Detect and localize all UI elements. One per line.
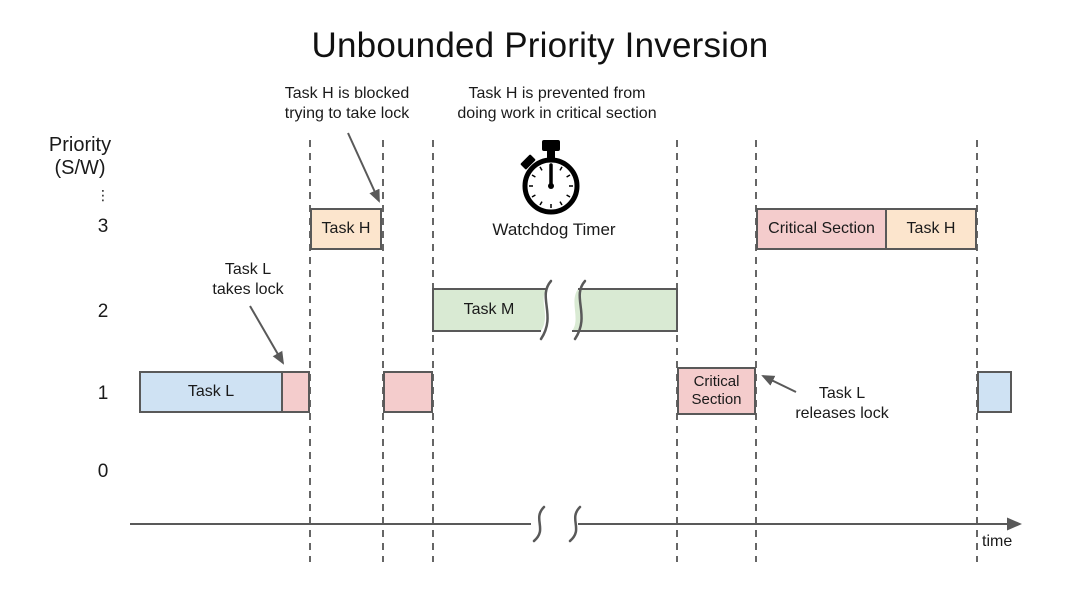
annotation-task-l-takes-lock: Task L takes lock bbox=[212, 260, 283, 300]
priority-level-2: 2 bbox=[97, 301, 109, 322]
y-axis-label-line2: (S/W) bbox=[54, 157, 106, 179]
arrow-task-l-takes-lock bbox=[249, 305, 285, 365]
annotation-task-h-prevented: Task H is prevented from doing work in c… bbox=[457, 84, 656, 124]
critical-section-preempted-bar bbox=[383, 371, 433, 413]
y-axis-ellipsis: ⋮ bbox=[96, 187, 110, 203]
critical-section-bar-priority3: Critical Section bbox=[756, 208, 887, 250]
time-axis-arrowhead bbox=[1007, 517, 1022, 531]
annotation-line: trying to take lock bbox=[284, 105, 410, 122]
critical-section-line: Critical bbox=[693, 373, 740, 390]
x-axis-time-label: time bbox=[982, 533, 1013, 550]
annotation-line: takes lock bbox=[212, 281, 284, 298]
task-m-bar-label: Task M bbox=[463, 301, 515, 318]
annotation-line: doing work in critical section bbox=[457, 105, 657, 122]
annotation-line: Task L bbox=[224, 261, 272, 278]
critical-section-bar-priority1: Critical Section bbox=[677, 367, 756, 415]
arrow-task-h-blocked bbox=[347, 132, 380, 203]
task-m-break-squiggle bbox=[539, 279, 553, 341]
annotation-line: Task L bbox=[818, 385, 866, 402]
task-m-bar-right bbox=[572, 289, 677, 331]
critical-section-line: Section bbox=[691, 391, 742, 408]
task-m-bar-left bbox=[433, 289, 547, 331]
watchdog-timer-label: Watchdog Timer bbox=[492, 220, 616, 239]
task-l-resumed-bar bbox=[977, 371, 1012, 413]
annotation-arrows bbox=[249, 132, 797, 393]
task-h-bar-resumed: Task H bbox=[885, 208, 977, 250]
arrow-task-l-releases-lock bbox=[761, 375, 797, 393]
stopwatch-icon bbox=[520, 140, 580, 215]
annotation-line: Task H is blocked bbox=[284, 85, 410, 102]
priority-level-3: 3 bbox=[97, 216, 109, 237]
annotation-task-h-blocked: Task H is blocked trying to take lock bbox=[285, 84, 410, 124]
time-axis bbox=[130, 505, 1022, 543]
task-h-bar-blocked: Task H bbox=[310, 208, 382, 250]
diagram-title: Unbounded Priority Inversion bbox=[311, 26, 769, 65]
task-m-bar-right-outline bbox=[572, 288, 678, 332]
task-l-bar: Task L bbox=[139, 371, 283, 413]
task-m-bar-left-outline bbox=[432, 288, 547, 332]
y-axis-label-line1: Priority bbox=[48, 134, 112, 156]
axis-break-squiggle bbox=[532, 505, 546, 543]
axis-break-squiggle bbox=[568, 505, 582, 543]
annotation-task-l-releases-lock: Task L releases lock bbox=[795, 384, 888, 424]
annotation-line: Task H is prevented from bbox=[468, 85, 646, 102]
dashed-gridlines bbox=[309, 140, 978, 562]
task-l-critical-start-bar bbox=[281, 371, 310, 413]
priority-level-0: 0 bbox=[97, 461, 109, 482]
priority-level-1: 1 bbox=[97, 383, 109, 404]
task-m-break-squiggle bbox=[573, 279, 587, 341]
annotation-line: releases lock bbox=[795, 405, 889, 422]
task-m-bar bbox=[432, 279, 678, 341]
